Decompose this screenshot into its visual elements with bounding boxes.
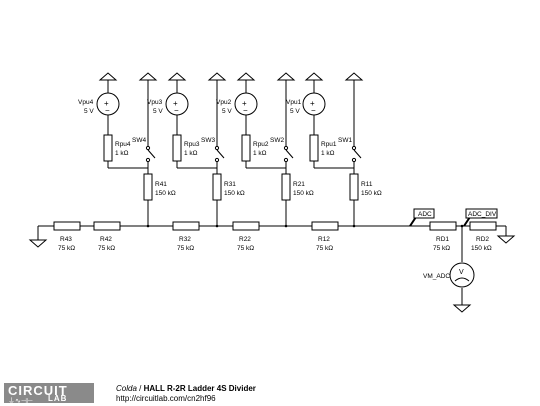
resistor-r22 bbox=[232, 221, 260, 231]
schematic: ADC ADC_DIV V VM_ADC + − Vpu4 5 V bbox=[28, 72, 516, 313]
r12-name: R12 bbox=[318, 236, 330, 243]
stage-4: + − Vpu4 5 V SW4 Rpu4 1 kΩ R41 150 kΩ bbox=[78, 72, 176, 226]
sw3-name: SW3 bbox=[201, 137, 215, 144]
resistor-r42 bbox=[93, 221, 121, 231]
rd1-name: RD1 bbox=[436, 236, 449, 243]
rd2-name: RD2 bbox=[476, 236, 489, 243]
r43-name: R43 bbox=[60, 236, 72, 243]
rpu4-name: Rpu4 bbox=[115, 141, 131, 148]
resistor-rd2 bbox=[469, 221, 497, 231]
rpu1-value: 1 kΩ bbox=[321, 150, 335, 157]
resistor-r43 bbox=[53, 221, 81, 231]
rd2-value: 150 kΩ bbox=[471, 245, 492, 252]
stage-3: + − Vpu3 5 V SW3 Rpu3 1 kΩ R31 150 kΩ bbox=[147, 72, 245, 226]
vpu1-name: Vpu1 bbox=[286, 99, 302, 106]
logo-text-top: CIRCUIT bbox=[8, 383, 68, 398]
r21-name: R21 bbox=[293, 181, 305, 188]
vpu2-name: Vpu2 bbox=[216, 99, 232, 106]
r22-name: R22 bbox=[239, 236, 251, 243]
rpu1-name: Rpu1 bbox=[321, 141, 337, 148]
svg-text:−: − bbox=[105, 106, 110, 115]
r21-value: 150 kΩ bbox=[293, 190, 314, 197]
circuit-url[interactable]: http://circuitlab.com/cn2hf96 bbox=[116, 394, 216, 403]
title-separator: / bbox=[136, 384, 144, 393]
circuit-info: Colda / HALL R-2R Ladder 4S Divider http… bbox=[116, 384, 256, 404]
logo-text-bottom: LAB bbox=[48, 394, 68, 403]
logo-symbol-icon: ⏚∿⊣⊢ bbox=[8, 397, 34, 405]
rpu3-value: 1 kΩ bbox=[184, 150, 198, 157]
voltmeter-v: V bbox=[459, 269, 464, 276]
r32-name: R32 bbox=[179, 236, 191, 243]
ground-symbol bbox=[452, 304, 472, 313]
author-link[interactable]: Colda bbox=[116, 384, 137, 393]
svg-text:−: − bbox=[174, 106, 179, 115]
svg-text:−: − bbox=[311, 106, 316, 115]
r31-value: 150 kΩ bbox=[224, 190, 245, 197]
rpu2-value: 1 kΩ bbox=[253, 150, 267, 157]
rd1-value: 75 kΩ bbox=[433, 245, 450, 252]
footer: CIRCUIT ⏚∿⊣⊢ LAB Colda / HALL R-2R Ladde… bbox=[0, 381, 540, 405]
net-label-adc-div: ADC_DIV bbox=[468, 211, 497, 218]
ground-symbol bbox=[28, 239, 48, 248]
rpu2-name: Rpu2 bbox=[253, 141, 269, 148]
vpu3-name: Vpu3 bbox=[147, 99, 163, 106]
net-label-adcdiv-box bbox=[465, 208, 498, 219]
vpu2-value: 5 V bbox=[222, 108, 232, 115]
sw2-name: SW2 bbox=[270, 137, 284, 144]
r41-name: R41 bbox=[155, 181, 167, 188]
resistor-r32 bbox=[172, 221, 200, 231]
svg-text:+: + bbox=[242, 99, 247, 108]
svg-text:+: + bbox=[173, 99, 178, 108]
r31-name: R31 bbox=[224, 181, 236, 188]
svg-text:−: − bbox=[243, 106, 248, 115]
r42-name: R42 bbox=[100, 236, 112, 243]
r32-value: 75 kΩ bbox=[177, 245, 194, 252]
voltmeter-arc bbox=[454, 277, 470, 282]
voltmeter-label: VM_ADC bbox=[423, 273, 450, 280]
resistor-r12 bbox=[311, 221, 339, 231]
circuitlab-logo[interactable]: CIRCUIT ⏚∿⊣⊢ LAB bbox=[4, 383, 94, 405]
r11-name: R11 bbox=[361, 181, 373, 188]
sw4-name: SW4 bbox=[132, 137, 146, 144]
rpu3-name: Rpu3 bbox=[184, 141, 200, 148]
stage-1: + − Vpu1 5 V SW1 Rpu1 1 kΩ R11 150 kΩ bbox=[286, 72, 382, 226]
circuit-title: HALL R-2R Ladder 4S Divider bbox=[143, 384, 256, 393]
ground-symbol bbox=[496, 235, 516, 244]
r43-value: 75 kΩ bbox=[58, 245, 75, 252]
r22-value: 75 kΩ bbox=[237, 245, 254, 252]
r12-value: 75 kΩ bbox=[316, 245, 333, 252]
vpu4-name: Vpu4 bbox=[78, 99, 94, 106]
vpu1-value: 5 V bbox=[290, 108, 300, 115]
svg-text:+: + bbox=[104, 99, 109, 108]
stage-2: + − Vpu2 5 V SW2 Rpu2 1 kΩ R21 150 kΩ bbox=[216, 72, 314, 226]
net-label-adc: ADC bbox=[418, 211, 432, 218]
r41-value: 150 kΩ bbox=[155, 190, 176, 197]
resistor-rd1 bbox=[429, 221, 457, 231]
net-label-adc-box bbox=[413, 208, 435, 219]
r11-value: 150 kΩ bbox=[361, 190, 382, 197]
r42-value: 75 kΩ bbox=[98, 245, 115, 252]
vpu4-value: 5 V bbox=[84, 108, 94, 115]
sw1-name: SW1 bbox=[338, 137, 352, 144]
voltmeter-symbol bbox=[449, 262, 475, 288]
vpu3-value: 5 V bbox=[153, 108, 163, 115]
rpu4-value: 1 kΩ bbox=[115, 150, 129, 157]
svg-text:+: + bbox=[310, 99, 315, 108]
